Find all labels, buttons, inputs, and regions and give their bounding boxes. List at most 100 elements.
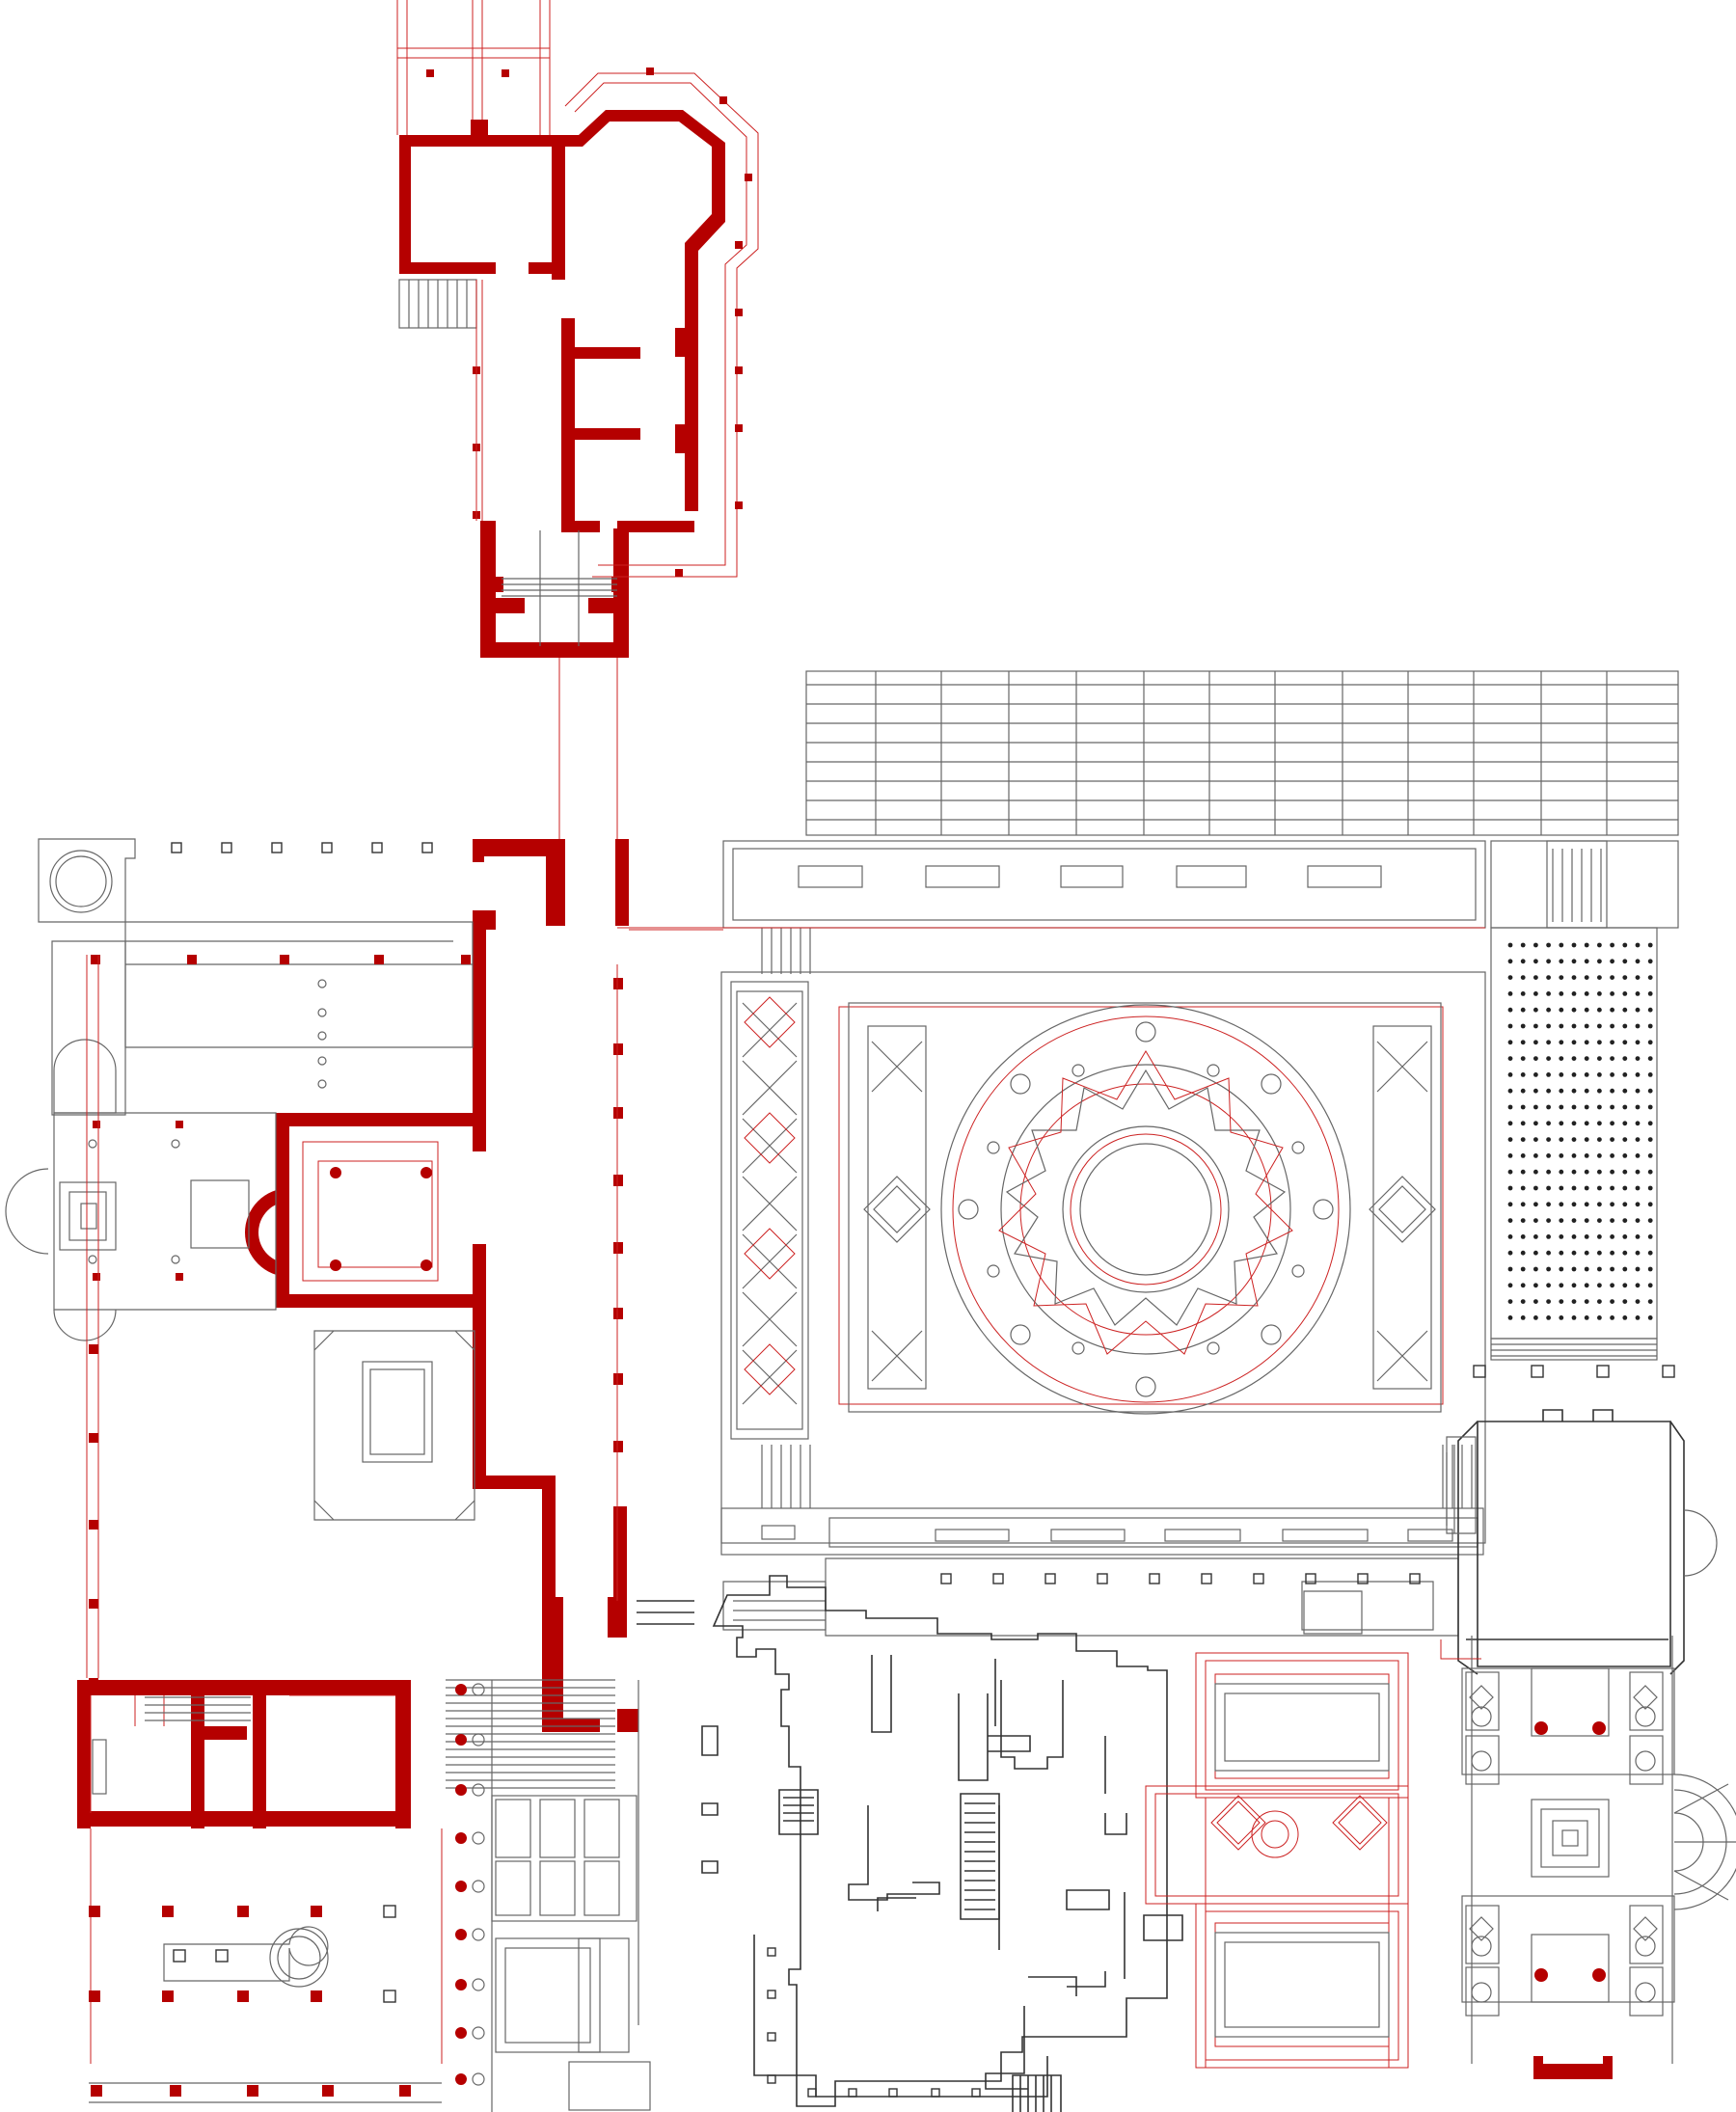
grid-dot <box>1533 1283 1538 1288</box>
grid-dot <box>1610 1234 1614 1239</box>
grid-dot <box>1507 1153 1513 1158</box>
grid-dot <box>1597 959 1602 964</box>
grid-dot <box>1533 1153 1538 1158</box>
grid-dot <box>1597 1056 1602 1061</box>
grid-dot <box>1635 1202 1641 1207</box>
grid-dot <box>1647 942 1653 948</box>
grid-dot <box>1635 1056 1641 1061</box>
grid-dot <box>1610 1169 1614 1175</box>
chapel-room <box>302 1141 439 1282</box>
parterre-beds <box>1145 1652 1409 2069</box>
grid-dot <box>1610 1137 1614 1142</box>
grid-dot <box>1533 1266 1538 1272</box>
grid-dot <box>1610 1104 1614 1110</box>
grid-dot <box>1622 1218 1628 1223</box>
grid-dot <box>1622 1283 1628 1288</box>
grid-dot <box>1647 975 1653 980</box>
grid-dot <box>1546 1007 1551 1013</box>
grid-dot <box>1559 1202 1564 1207</box>
grid-dot <box>1622 1137 1628 1142</box>
grid-dot <box>1520 1266 1526 1272</box>
grid-dot <box>1546 975 1551 980</box>
grid-dot <box>1533 1137 1538 1142</box>
grid-dot <box>1507 991 1513 996</box>
grid-dot <box>1571 1218 1577 1223</box>
grid-dot <box>1622 1121 1628 1126</box>
grid-dot <box>1584 1121 1589 1126</box>
grid-dot <box>1571 1072 1577 1077</box>
grid-dot <box>1584 1040 1589 1045</box>
grid-dot <box>1584 1088 1589 1094</box>
grid-dot <box>1597 1088 1602 1094</box>
grid-dot <box>1610 942 1614 948</box>
grid-dot <box>1559 1283 1564 1288</box>
central-courtyard <box>617 840 1486 1637</box>
grid-dot <box>1647 1218 1653 1223</box>
grid-dot <box>1507 959 1513 964</box>
grid-dot <box>1597 1153 1602 1158</box>
grid-dot <box>1571 1056 1577 1061</box>
grid-dot <box>1584 1234 1589 1239</box>
grid-dot <box>1584 1007 1589 1013</box>
grid-dot <box>1584 1056 1589 1061</box>
grid-dot <box>1520 1040 1526 1045</box>
grid-dot <box>1647 1007 1653 1013</box>
grid-dot <box>1546 1266 1551 1272</box>
grid-dot <box>1635 1185 1641 1191</box>
grid-dot <box>1584 991 1589 996</box>
grid-dot <box>1584 1266 1589 1272</box>
grid-dot <box>1559 1153 1564 1158</box>
grid-dot <box>1597 1250 1602 1256</box>
grid-dot <box>1647 1266 1653 1272</box>
grid-dot <box>1507 1088 1513 1094</box>
grid-dot <box>1647 1056 1653 1061</box>
grid-dot <box>1571 1234 1577 1239</box>
grid-dot <box>1597 1283 1602 1288</box>
grid-dot <box>1546 1056 1551 1061</box>
grid-dot <box>1520 1234 1526 1239</box>
grid-dot <box>1610 1040 1614 1045</box>
grid-dot <box>1571 942 1577 948</box>
grid-dot <box>1520 1056 1526 1061</box>
grid-dot <box>1546 1040 1551 1045</box>
grid-dot <box>1610 1088 1614 1094</box>
grid-dot <box>1635 1218 1641 1223</box>
grid-dot <box>1622 1299 1628 1304</box>
grid-dot <box>1647 1185 1653 1191</box>
grid-dot <box>1533 1023 1538 1029</box>
grid-dot <box>1571 1121 1577 1126</box>
grid-dot <box>1546 1137 1551 1142</box>
grid-dot <box>1571 1007 1577 1013</box>
grid-dot <box>1597 1266 1602 1272</box>
grid-dot <box>1559 1266 1564 1272</box>
grid-dot <box>1559 1315 1564 1320</box>
grid-dot <box>1571 959 1577 964</box>
grid-dot <box>1597 1202 1602 1207</box>
grid-dot <box>1584 975 1589 980</box>
grid-dot <box>1647 1121 1653 1126</box>
grid-dot <box>1507 1299 1513 1304</box>
grid-dot <box>1622 1104 1628 1110</box>
grid-dot <box>1533 975 1538 980</box>
grid-dot <box>1559 959 1564 964</box>
grid-dot <box>1546 1202 1551 1207</box>
grid-dot <box>1597 1007 1602 1013</box>
grid-dot <box>1584 942 1589 948</box>
grid-dot <box>1647 1137 1653 1142</box>
grid-dot <box>1635 1153 1641 1158</box>
grid-dot <box>1533 1169 1538 1175</box>
east-pavilion <box>1303 1365 1718 1675</box>
grid-dot <box>1622 1250 1628 1256</box>
grid-dot <box>1559 975 1564 980</box>
grid-dot <box>1647 1169 1653 1175</box>
grid-dot <box>1559 991 1564 996</box>
grid-dot <box>1533 1121 1538 1126</box>
grid-dot <box>1597 1169 1602 1175</box>
grid-dot <box>1647 1088 1653 1094</box>
grid-dot <box>1622 1007 1628 1013</box>
grid-dot <box>1571 1315 1577 1320</box>
grid-dot <box>1559 1137 1564 1142</box>
grid-dot <box>1533 1104 1538 1110</box>
grid-dot <box>1507 1315 1513 1320</box>
octagon-room <box>313 1330 475 1521</box>
